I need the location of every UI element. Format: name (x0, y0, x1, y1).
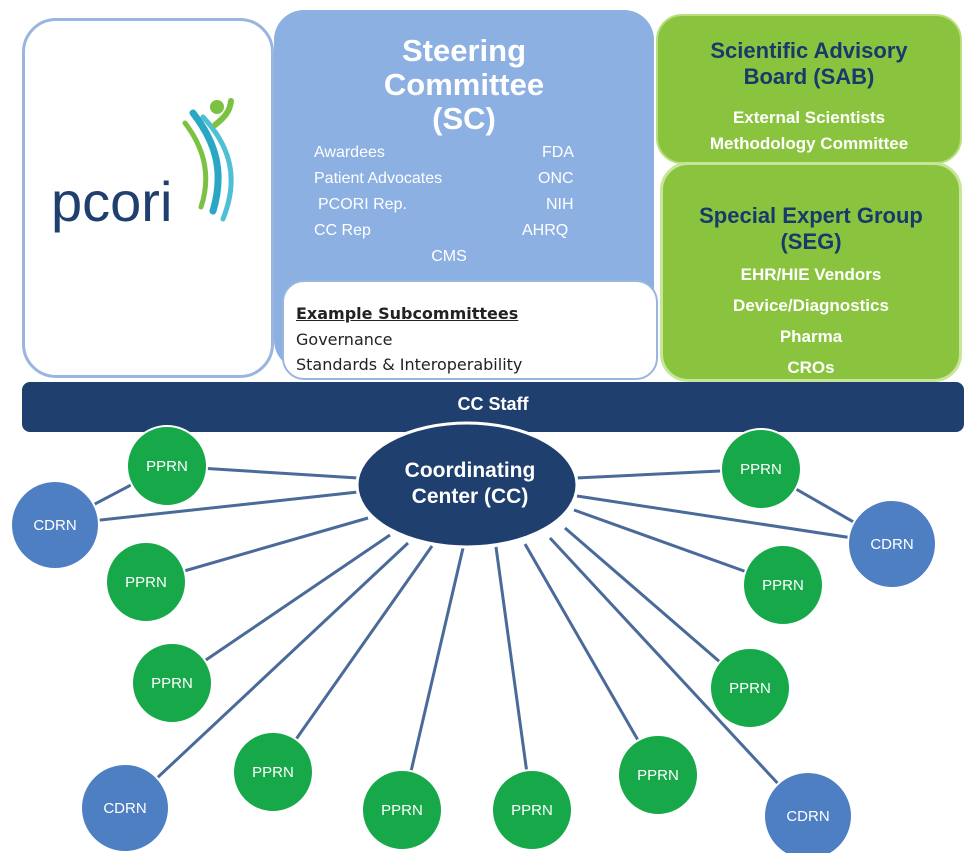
pcori-logo-panel: pcori (22, 18, 274, 378)
pprn-node: PPRN (105, 541, 187, 623)
cdrn-circle (10, 480, 100, 570)
pprn-node: PPRN (232, 731, 314, 813)
pprn-circle (491, 769, 573, 851)
sab-title-line1: Scientific Advisory (710, 38, 908, 63)
network-nodes: PPRN CDRN PPRN PPRN CDRN PPRN PPRN PPRN PPRN CDRN… (10, 425, 937, 853)
sc-title-line1: Steering (401, 33, 527, 68)
pprn-label: PPRN (729, 680, 771, 697)
pprn-circle (105, 541, 187, 623)
pprn-label: PPRN (151, 675, 193, 692)
cc-staff-label: CC Staff (457, 394, 529, 414)
sc-title-line2: Committee (383, 67, 545, 102)
pprn-circle (709, 647, 791, 729)
sc-member-cc-rep: CC Rep (314, 222, 371, 239)
seg-panel: Special Expert Group (SEG) EHR/HIE Vendo… (660, 162, 962, 382)
pprn-label: PPRN (740, 461, 782, 478)
network-edge (271, 545, 434, 773)
network-edge (123, 541, 410, 810)
sc-member-cms: CMS (431, 248, 467, 265)
pprn-circle (742, 544, 824, 626)
pcori-logo: pcori (51, 98, 234, 233)
pprn-node: PPRN (361, 769, 443, 851)
sc-member-nih: NIH (546, 196, 574, 213)
sc-member-onc: ONC (538, 170, 574, 187)
pprn-circle (720, 428, 802, 510)
pprn-node: PPRN (126, 425, 208, 507)
pprn-label: PPRN (125, 574, 167, 591)
pprn-label: PPRN (146, 458, 188, 475)
pprn-node: PPRN (709, 647, 791, 729)
seg-item-ehr-hie-vendors: EHR/HIE Vendors (740, 265, 882, 284)
network-edge (523, 543, 660, 776)
cdrn-node: CDRN (80, 763, 170, 853)
seg-title-line1: Special Expert Group (699, 203, 923, 228)
cdrn-label: CDRN (33, 517, 76, 534)
cdrn-label: CDRN (870, 536, 913, 553)
pprn-circle (126, 425, 208, 507)
sc-member-patient-advocates: Patient Advocates (314, 170, 443, 187)
cc-label-line1: Coordinating (405, 459, 536, 482)
seg-item-cros: CROs (787, 358, 835, 377)
cdrn-node: CDRN (763, 771, 853, 853)
pprn-circle (617, 734, 699, 816)
subcommittee-governance: Governance (296, 330, 393, 349)
pprn-circle (131, 642, 213, 724)
cdrn-circle (80, 763, 170, 853)
cc-label-line2: Center (CC) (412, 485, 529, 508)
cdrn-circle (763, 771, 853, 853)
network-edge (54, 490, 359, 527)
pprn-label: PPRN (511, 802, 553, 819)
cdrn-label: CDRN (786, 808, 829, 825)
network-edge (400, 547, 465, 811)
pprn-node: PPRN (131, 642, 213, 724)
pprn-circle (232, 731, 314, 813)
pcori-wordmark: pcori (51, 170, 172, 233)
seg-title-line2: (SEG) (780, 229, 842, 254)
sab-item-methodology-committee: Methodology Committee (709, 134, 909, 153)
pcori-figure-icon (182, 98, 234, 222)
sab-title-line2: Board (SAB) (743, 64, 875, 89)
sc-member-pcori-rep: PCORI Rep. (318, 196, 407, 213)
pprn-circle (361, 769, 443, 851)
coordinating-center-node: Coordinating Center (CC) (355, 421, 579, 549)
cdrn-label: CDRN (103, 800, 146, 817)
pprn-label: PPRN (637, 767, 679, 784)
network-edge (548, 536, 810, 818)
seg-item-pharma: Pharma (779, 327, 843, 346)
pprn-node: PPRN (617, 734, 699, 816)
seg-item-device-diagnostics: Device/Diagnostics (733, 296, 889, 315)
subcommittees-heading: Example Subcommittees (296, 304, 519, 323)
pprn-label: PPRN (252, 764, 294, 781)
sc-member-awardees: Awardees (314, 144, 385, 161)
network-edge (171, 533, 391, 685)
network-edge (576, 494, 893, 546)
pprn-label: PPRN (762, 577, 804, 594)
subcommittees-panel: Example Subcommittees Governance Standar… (282, 280, 658, 380)
pprn-node: PPRN (720, 428, 802, 510)
subcommittee-standards: Standards & Interoperability (296, 355, 523, 374)
network-edge (494, 546, 534, 811)
sc-member-fda: FDA (542, 144, 574, 161)
cdrn-circle (847, 499, 937, 589)
cdrn-node: CDRN (847, 499, 937, 589)
sc-member-ahrq: AHRQ (522, 222, 569, 239)
sc-title-line3: (SC) (432, 101, 496, 136)
cdrn-node: CDRN (10, 480, 100, 570)
pprn-label: PPRN (381, 802, 423, 819)
sab-item-external-scientists: External Scientists (732, 108, 886, 127)
pprn-node: PPRN (742, 544, 824, 626)
pprn-node: PPRN (491, 769, 573, 851)
sab-panel: Scientific Advisory Board (SAB) External… (656, 14, 962, 164)
